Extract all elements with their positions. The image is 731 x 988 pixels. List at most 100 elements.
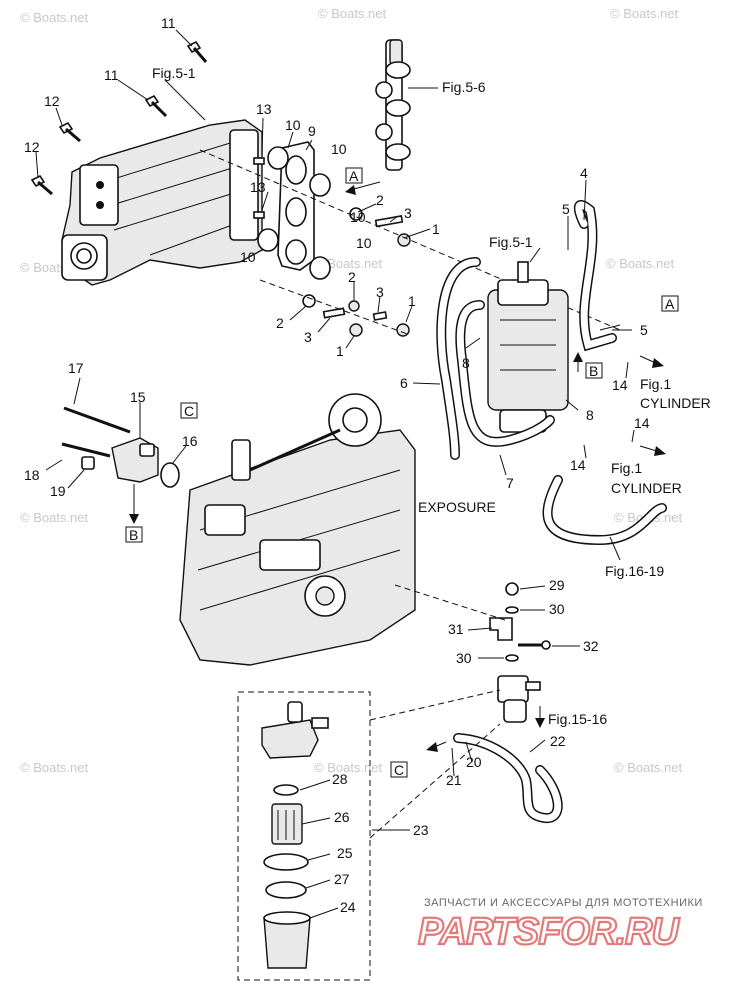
marker-c-box-top: [180, 402, 198, 419]
part-number: 10: [285, 117, 301, 133]
ref-fig-1-upper: Fig.1: [640, 376, 671, 392]
marker-a-box-top: [345, 167, 363, 184]
marker-boxes: A A B B C C: [125, 167, 679, 778]
part-number: 18: [24, 467, 40, 483]
part-number: 10: [240, 249, 256, 265]
ref-fig-5-1-separator: Fig.5-1: [489, 234, 533, 250]
ref-cylinder-lower: CYLINDER: [611, 480, 682, 496]
part-number: 25: [337, 845, 353, 861]
ref-fig-15-16: Fig.15-16: [548, 711, 607, 727]
part-number: 12: [24, 139, 40, 155]
part-number: 27: [334, 871, 350, 887]
part-number: 19: [50, 483, 66, 499]
part-number: 2: [276, 315, 284, 331]
part-number: 26: [334, 809, 350, 825]
part-number: 14: [612, 377, 628, 393]
ref-fig-5-1-manifold: Fig.5-1: [152, 65, 196, 81]
marker-a-box-right: [661, 295, 679, 312]
fuel-rail: [375, 39, 411, 171]
part-number: 16: [182, 433, 198, 449]
part-number: 21: [446, 772, 462, 788]
marker-a-label: A: [349, 168, 359, 184]
intake-manifold: [61, 119, 263, 286]
part-number: 2: [348, 269, 356, 285]
fuel-filter-small: [453, 675, 563, 823]
part-number: 30: [549, 601, 565, 617]
part-number: 24: [340, 899, 356, 915]
vapor-separator: [487, 261, 569, 433]
bracket-parts: [394, 582, 551, 662]
logo-brand: PARTSFOR.RU: [418, 911, 680, 953]
figure-references: Fig.5-1 Fig.5-6 Fig.5-1 Fig.1 CYLINDER F…: [152, 65, 711, 727]
part-number: 8: [462, 355, 470, 371]
part-number: 3: [404, 205, 412, 221]
ref-fig-1-lower: Fig.1: [611, 460, 642, 476]
part-number: 5: [640, 322, 648, 338]
part-number: 11: [161, 15, 176, 31]
hoses: [436, 200, 667, 546]
part-number: 5: [562, 201, 570, 217]
part-number: 22: [550, 733, 566, 749]
fuel-pump: [61, 406, 180, 524]
part-number: 3: [376, 284, 384, 300]
part-number: 3: [304, 329, 312, 345]
part-number: 10: [350, 209, 366, 225]
watermark: © Boats.net: [314, 760, 383, 775]
part-number: 10: [356, 235, 372, 251]
part-number: 6: [400, 375, 408, 391]
ref-exposure: EXPOSURE: [418, 499, 496, 515]
marker-b-label: B: [129, 527, 138, 543]
part-number: 2: [376, 192, 384, 208]
ref-fig-5-6: Fig.5-6: [442, 79, 486, 95]
watermark: © Boats.net: [20, 760, 89, 775]
part-number: 11: [104, 67, 119, 83]
gasket-and-orings: [253, 141, 331, 280]
ref-cylinder-upper: CYLINDER: [640, 395, 711, 411]
marker-b-label: B: [589, 363, 598, 379]
direction-arrows: [345, 181, 666, 752]
ref-fig-16-19: Fig.16-19: [605, 563, 664, 579]
part-number: 15: [130, 389, 146, 405]
marker-a-label: A: [665, 296, 675, 312]
watermark: © Boats.net: [20, 510, 89, 525]
watermark: © Boats.net: [606, 256, 675, 271]
part-number: 14: [570, 457, 586, 473]
part-number: 4: [580, 165, 588, 181]
marker-b-box-right: [585, 362, 603, 379]
watermark: © Boats.net: [314, 256, 383, 271]
leader-lines: [35, 29, 635, 919]
watermark: © Boats.net: [610, 6, 679, 21]
part-number: 1: [408, 293, 416, 309]
watermark: © Boats.net: [614, 760, 683, 775]
part-number: 12: [44, 93, 60, 109]
marker-b-box-left: [125, 526, 143, 543]
watermark-layer: © Boats.net © Boats.net © Boats.net © Bo…: [20, 6, 683, 775]
part-number: 28: [332, 771, 348, 787]
part-number: 8: [586, 407, 594, 423]
watermark: © Boats.net: [318, 6, 387, 21]
engine-block: [179, 393, 416, 666]
part-number: 23: [413, 822, 429, 838]
partsfor-logo: ЗАПЧАСТИ И АКСЕССУАРЫ ДЛЯ МОТОТЕХНИКИ PA…: [417, 897, 703, 954]
part-number: 20: [466, 754, 482, 770]
watermark: © Boats.net: [20, 10, 89, 25]
part-number: 31: [448, 621, 464, 637]
part-number-labels: 11 11 12 12 13 10 9 10 13 10 10 10 2 3 1…: [24, 15, 650, 915]
marker-c-label: C: [394, 762, 404, 778]
part-number: 10: [331, 141, 347, 157]
marker-c-box-bottom: [390, 761, 408, 778]
part-number: 13: [256, 101, 272, 117]
logo-tagline: ЗАПЧАСТИ И АКСЕССУАРЫ ДЛЯ МОТОТЕХНИКИ: [424, 897, 703, 909]
bolts-11-12: [30, 40, 208, 196]
filter-exploded-view: [237, 689, 501, 981]
part-number: 1: [432, 221, 440, 237]
part-number: 32: [583, 638, 599, 654]
part-number: 9: [308, 123, 316, 139]
part-number: 13: [250, 179, 266, 195]
part-number: 30: [456, 650, 472, 666]
part-number: 14: [634, 415, 650, 431]
part-number: 1: [336, 343, 344, 359]
part-number: 17: [68, 360, 84, 376]
part-number: 7: [506, 475, 514, 491]
